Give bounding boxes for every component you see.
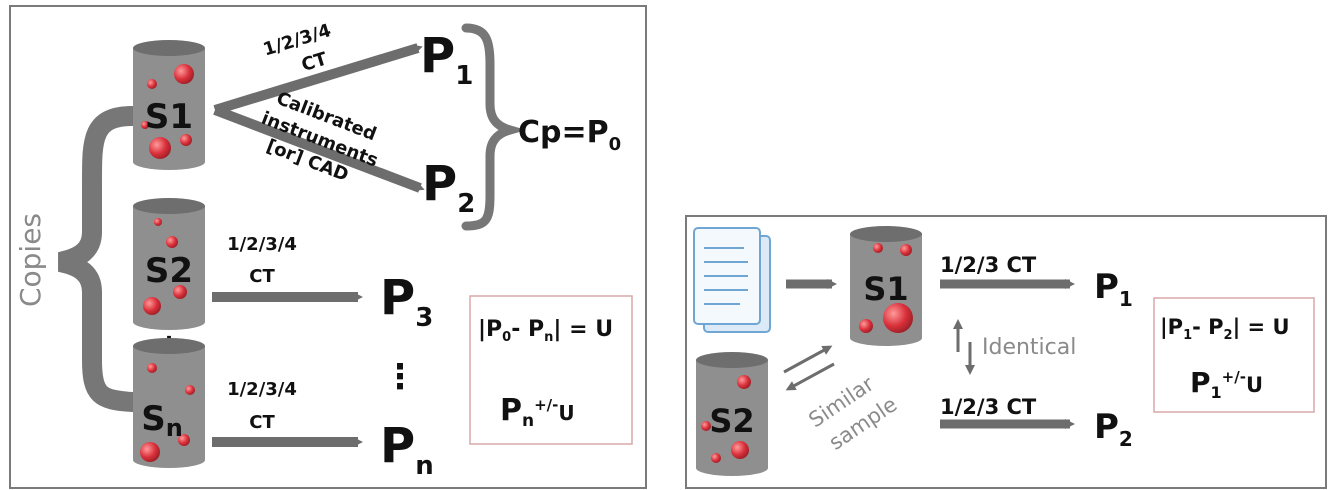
cp-label: Cp=P [518, 115, 609, 150]
svg-text:Pn+/-U: Pn+/-U [500, 393, 575, 431]
p1-p2-brace [461, 23, 527, 231]
svg-text:P1: P1 [1094, 267, 1133, 311]
right-label-bottom: 1/2/3 CT [940, 395, 1037, 419]
formula-left-line1-b: - P [511, 317, 544, 342]
result-p2: P [422, 156, 457, 212]
right-label-top: 1/2/3 CT [940, 253, 1037, 277]
copies-brace [57, 106, 142, 412]
formula-left-line2-p: P [500, 393, 522, 428]
sample-label-sn-sub: n [166, 414, 183, 442]
left-panel: Copies S1 S2 ⋮ [9, 5, 647, 489]
arrow-s1-to-p2 [213, 105, 425, 193]
label-sn-pn-line2: CT [249, 412, 275, 433]
identical-label: Identical [982, 335, 1076, 360]
svg-text:P1: P1 [420, 28, 473, 91]
formula-left-line1-c: | = U [553, 317, 613, 342]
formula-right-line1-b: - P [1192, 315, 1223, 339]
formula-left-line1-a: |P [478, 317, 502, 342]
svg-text:P3: P3 [380, 270, 433, 333]
right-result-p1: P [1094, 267, 1119, 307]
formula-left-line1-sub2: n [544, 330, 553, 345]
svg-text:P2: P2 [422, 156, 475, 219]
formula-left-line2-sup: +/- [534, 396, 558, 414]
sample-label-s2: S2 [145, 251, 193, 291]
right-result-p2: P [1094, 407, 1119, 447]
result-p2-sub: 2 [457, 189, 475, 219]
arrow-s1-to-p1 [213, 43, 423, 115]
svg-text:Pn: Pn [380, 418, 434, 481]
svg-text:|P1- P2| = U: |P1- P2| = U [1160, 315, 1290, 343]
document-icon [693, 227, 771, 333]
formula-right-line2-u: U [1246, 373, 1263, 397]
formula-left-line2-sub: n [522, 411, 534, 431]
right-result-p1-sub: 1 [1119, 287, 1133, 311]
formula-right-line2-sup: +/- [1222, 368, 1246, 386]
label-s2-p3-line2: CT [249, 266, 275, 287]
formula-right-line1-a: |P [1160, 315, 1183, 340]
result-p3: P [380, 270, 415, 326]
right-sample-label-s2: S2 [709, 402, 754, 440]
sample-cylinder-sn: Sn [133, 338, 205, 468]
sample-label-s1: S1 [145, 97, 193, 137]
results-ellipsis: ⋮ [383, 357, 417, 397]
right-result-p2-sub: 2 [1119, 427, 1133, 451]
similar-arrow-down [785, 362, 835, 391]
formula-right-line1-c: | = U [1233, 315, 1290, 340]
formula-box-left [469, 295, 633, 445]
result-pn: P [380, 418, 415, 474]
result-p3-sub: 3 [415, 303, 433, 333]
svg-text:|P0- Pn| = U: |P0- Pn| = U [478, 317, 613, 345]
formula-left-line2-u: U [558, 401, 574, 425]
right-sample-cylinder-s1: S1 [850, 226, 922, 346]
svg-text:Cp=P0: Cp=P0 [518, 115, 621, 155]
result-p1: P [420, 28, 455, 84]
label-s2-p3-line1: 1/2/3/4 [227, 234, 297, 255]
label-sn-pn-line1: 1/2/3/4 [227, 379, 297, 400]
formula-right-line2-sub: 1 [1211, 383, 1222, 402]
result-p1-sub: 1 [455, 61, 473, 91]
formula-right-line1-sub1: 1 [1183, 328, 1192, 343]
cp-label-sub: 0 [609, 134, 622, 155]
sample-cylinder-s2: S2 [133, 198, 205, 330]
svg-text:P1+/-U: P1+/-U [1190, 366, 1263, 402]
copies-label: Copies [14, 213, 47, 307]
sample-label-sn: S [141, 399, 166, 439]
similar-arrow-up [783, 345, 833, 374]
right-sample-label-s1: S1 [863, 270, 908, 308]
formula-right-line1-sub2: 2 [1224, 328, 1233, 343]
sample-cylinder-s1: S1 [133, 40, 205, 170]
right-panel: S1 S2 Similar sample 1/2/3 CT 1/2/3 CT I… [685, 215, 1327, 489]
svg-text:Sn: Sn [141, 399, 183, 442]
formula-box-right [1153, 297, 1315, 413]
right-sample-cylinder-s2: S2 [696, 352, 768, 476]
result-pn-sub: n [415, 451, 434, 481]
formula-left-line1-sub1: 0 [502, 330, 511, 345]
svg-text:P2: P2 [1094, 407, 1133, 451]
formula-right-line2-p: P [1190, 366, 1211, 399]
